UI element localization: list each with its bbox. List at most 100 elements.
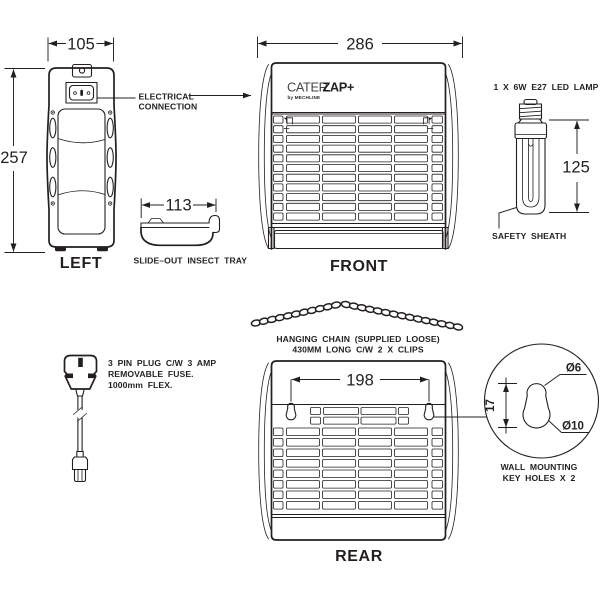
small-dia-value: Ø6: [566, 363, 581, 375]
grille-slat: [394, 144, 428, 153]
rear-keyhole-spacing-value: 198: [346, 372, 374, 390]
grille-slat: [310, 416, 321, 425]
grille-slat: [431, 173, 443, 182]
grille-slat: [286, 134, 320, 143]
large-dia-leader: [548, 420, 590, 433]
large-dia-value: Ø10: [562, 421, 584, 433]
tray-rim: [140, 222, 210, 229]
rear-keyhole-left: [285, 402, 297, 421]
grille-slat: [286, 164, 320, 172]
rear-keyhole-spacing-dimension: 198: [290, 372, 430, 402]
tray-handle-bump: [147, 218, 164, 224]
iec-pin-hole: [73, 91, 77, 95]
iec-connector-neck: [76, 450, 84, 458]
plug-figure: 3 PIN PLUG C/W 3 AMP REMOVABLE FUSE. 100…: [63, 354, 216, 483]
electrical-callout-line2: CONNECTION: [139, 102, 198, 112]
lamp-tube-bridge: [528, 143, 534, 147]
brand-logo-bold: ZAP+: [323, 80, 354, 95]
grille-slat: [431, 193, 443, 202]
tray-width-value: 113: [165, 197, 191, 215]
grille-slat: [273, 212, 284, 221]
grille-slat: [431, 115, 443, 124]
iec-inlet-socket: [68, 84, 95, 101]
grille-slat: [394, 125, 428, 134]
rear-main-grille: [273, 427, 443, 510]
grille-slat: [394, 448, 428, 457]
grille-slat: [322, 480, 356, 489]
grille-slat: [358, 134, 392, 143]
vent-slot: [106, 147, 114, 168]
grille-slat: [394, 501, 428, 510]
front-grille: [273, 115, 443, 221]
grille-slat: [398, 416, 409, 425]
grille-slat: [286, 115, 320, 124]
iec-pin-hole: [86, 91, 91, 95]
plug-note-line2: REMOVABLE FUSE.: [108, 369, 194, 379]
rear-right-wing-outer: [448, 362, 459, 540]
lamp-collar: [514, 122, 548, 140]
left-height-dimension: 257: [0, 68, 45, 253]
grille-slat: [273, 469, 284, 478]
iec-earth-pin: [80, 89, 83, 96]
grille-slat: [358, 125, 392, 134]
grille-slat: [273, 125, 284, 134]
grille-slat: [273, 501, 284, 510]
grille-slat: [431, 202, 443, 211]
grille-slat: [322, 183, 356, 192]
brand-logo-light: CATER: [287, 80, 328, 95]
grille-slat: [322, 501, 356, 510]
grille-slat: [394, 164, 428, 172]
grille-slat: [286, 173, 320, 182]
front-width-dimension: 286: [257, 36, 463, 58]
front-view-label: FRONT: [330, 258, 388, 275]
grille-slat: [286, 154, 320, 163]
left-width-dimension: 105: [47, 36, 114, 62]
left-view-label: LEFT: [60, 255, 102, 272]
grille-slat: [431, 469, 443, 478]
left-foot: [55, 247, 66, 252]
mounting-label-line2: KEY HOLES X 2: [503, 473, 576, 483]
grille-slat: [394, 115, 428, 124]
lamp-title: 1 X 6W E27 LED LAMP: [493, 82, 598, 92]
grille-slat: [273, 427, 284, 436]
chain-link: [330, 301, 342, 309]
grille-slat: [322, 193, 356, 202]
grille-slat: [394, 490, 428, 499]
grille-slat: [358, 438, 392, 447]
plug-earth-pin: [78, 357, 83, 367]
grille-slat: [431, 212, 443, 221]
grille-slat: [286, 469, 320, 478]
grille-slat: [431, 144, 443, 153]
lamp-safety-sheath: [515, 137, 546, 215]
front-right-wing-inner: [445, 72, 454, 240]
grille-slat: [431, 427, 443, 436]
front-left-wing-outer: [258, 64, 269, 249]
grille-slat: [286, 501, 320, 510]
grille-slat: [273, 154, 284, 163]
lamp-figure: 1 X 6W E27 LED LAMP 125 SAFETY SHEATH: [492, 82, 599, 241]
grille-slat: [394, 438, 428, 447]
grille-slat: [286, 193, 320, 202]
front-catch-tray: [273, 229, 444, 250]
plug-cord-grip: [75, 388, 85, 397]
latch-screw: [78, 67, 86, 74]
grille-slat: [286, 490, 320, 499]
chain-links-left: [250, 301, 342, 327]
insect-tray-figure: 113 SLIDE–OUT INSECT TRAY: [134, 197, 248, 266]
grille-slat: [431, 164, 443, 172]
vent-slot: [106, 117, 114, 139]
detail-keyhole: [522, 383, 551, 429]
grille-slat: [322, 469, 356, 478]
keyhole-height-value: 17: [485, 399, 497, 412]
grille-slat: [358, 490, 392, 499]
grille-slat: [273, 115, 284, 124]
grille-slat: [273, 448, 284, 457]
grille-slat: [273, 134, 284, 143]
left-foot: [97, 247, 108, 252]
small-dia-leader: [544, 374, 587, 386]
vent-slot: [49, 176, 57, 198]
grille-slat: [358, 480, 392, 489]
grille-slat: [286, 438, 320, 447]
grille-slat: [431, 480, 443, 489]
iec-inlet-recess: [65, 81, 98, 104]
